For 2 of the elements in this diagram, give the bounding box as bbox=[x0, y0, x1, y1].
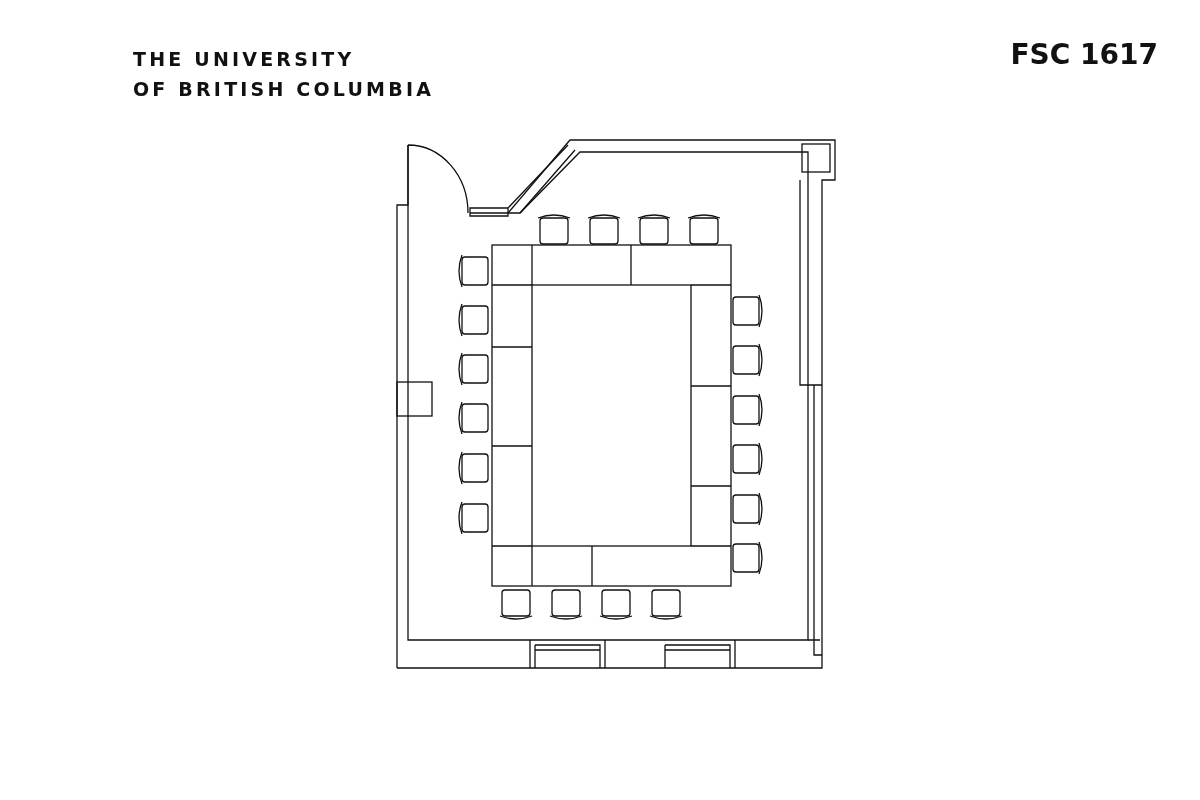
university-name: THE UNIVERSITY OF BRITISH COLUMBIA bbox=[133, 47, 435, 102]
room-number: FSC 1617 bbox=[1010, 38, 1158, 71]
